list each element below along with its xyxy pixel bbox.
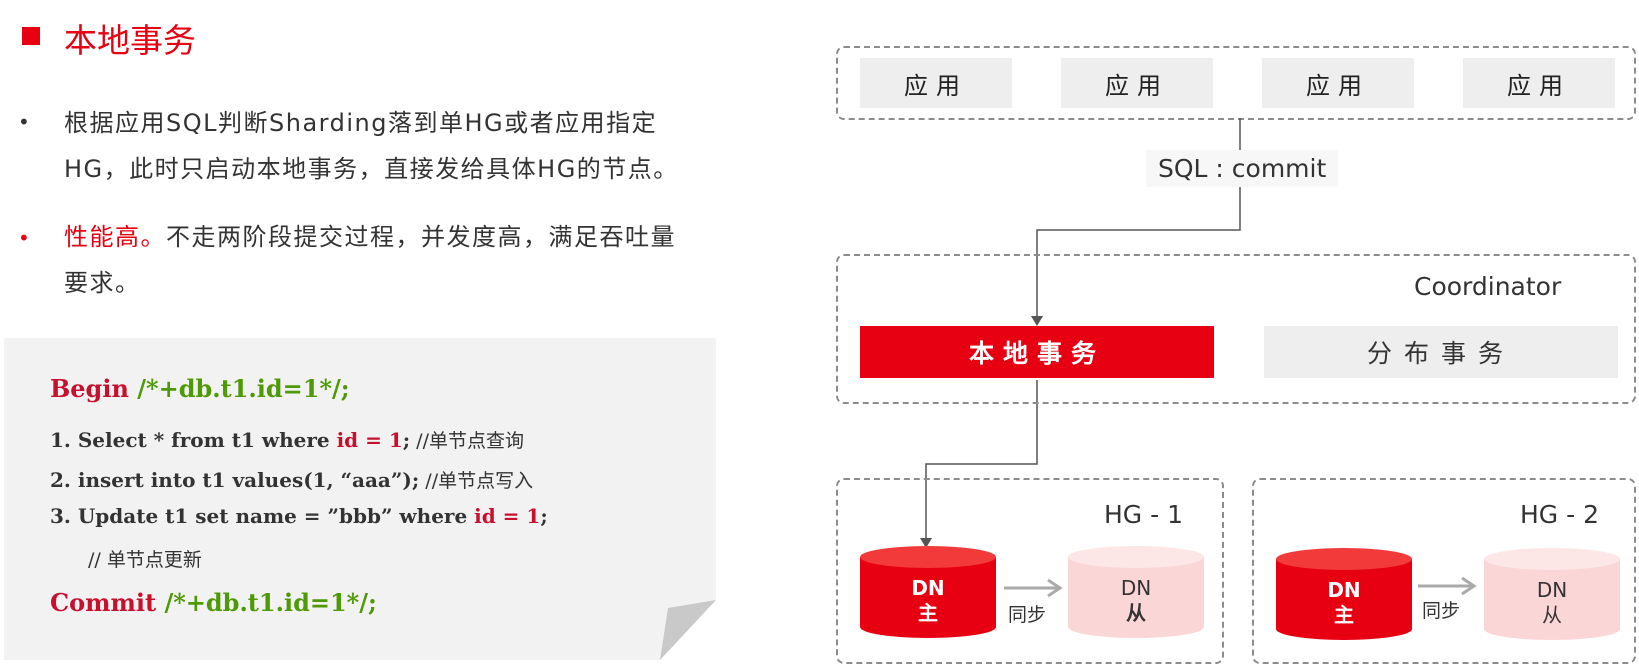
code-line-2-comment: //单节点写入	[419, 470, 534, 492]
app-box-1: 应用	[860, 58, 1012, 108]
hg-2-primary-label: DN 主	[1274, 578, 1414, 628]
hg-1-primary-line-2: 主	[918, 601, 938, 625]
hg-2-replica-label: DN 从	[1482, 578, 1622, 628]
bullet-marker: •	[18, 110, 30, 134]
distributed-transaction-box: 分布事务	[1264, 326, 1618, 378]
code-line-3: 3. Update t1 set name = ”bbb” where id =…	[50, 504, 548, 528]
bullet-1-line-2: HG，此时只启动本地事务，直接发给具体HG的节点。	[64, 155, 679, 183]
hg-1-sync-arrow-icon	[1004, 578, 1063, 598]
code-begin-line: Begin /*+db.t1.id=1*/;	[50, 374, 350, 403]
title-bullet-square	[22, 27, 40, 45]
hg-2-label: HG - 2	[1520, 500, 1599, 529]
code-line-3-suffix: ;	[540, 504, 548, 528]
hg-1-sync-label: 同步	[1008, 604, 1047, 626]
code-line-2-prefix: 2. insert into t1 values(1, “aaa”);	[50, 468, 420, 492]
local-tx-to-dn-connector	[925, 380, 1038, 540]
app-to-local-tx-arrowhead	[1031, 316, 1043, 326]
code-line-3-prefix: 3. Update t1 set name = ”bbb” where	[50, 504, 475, 528]
hg-2-primary-cylinder	[1276, 548, 1412, 640]
code-begin-keyword: Begin	[50, 374, 129, 403]
code-line-1-prefix: 1. Select * from t1 where	[50, 428, 337, 452]
hg-1-primary-line-1: DN	[911, 576, 945, 600]
hg-1-replica-cylinder	[1068, 546, 1204, 638]
app-box-3: 应用	[1262, 58, 1414, 108]
code-box	[4, 338, 716, 660]
hg-1-replica-line-1: DN	[1120, 576, 1152, 600]
code-line-2: 2. insert into t1 values(1, “aaa”); //单节…	[50, 466, 533, 493]
code-line-1-cond: id = 1	[336, 428, 403, 452]
hg-1-label: HG - 1	[1104, 500, 1183, 529]
app-box-2: 应用	[1061, 58, 1213, 108]
bullet-2-line-2: 要求。	[64, 269, 141, 297]
hg-2-primary-line-1: DN	[1327, 578, 1361, 602]
code-commit-hint: /*+db.t1.id=1*/;	[156, 588, 377, 617]
code-commit-line: Commit /*+db.t1.id=1*/;	[50, 588, 377, 617]
code-line-3-comment: // 单节点更新	[88, 549, 202, 571]
bullet-2-line-1: 性能高。不走两阶段提交过程，并发度高，满足吞吐量	[64, 214, 744, 260]
app-box-4: 应用	[1463, 58, 1615, 108]
code-line-3-cond: id = 1	[474, 504, 541, 528]
hg-2-replica-line-2: 从	[1542, 603, 1562, 627]
bullet-2-highlight: 性能高。	[64, 223, 166, 251]
local-tx-to-dn-arrowhead	[920, 538, 932, 548]
code-line-1-suffix: ;	[402, 428, 411, 452]
bullet-2-text: 不走两阶段提交过程，并发度高，满足吞吐量	[166, 223, 676, 251]
hg-1-replica-line-2: 从	[1126, 601, 1146, 625]
code-line-1-comment: //单节点查询	[410, 430, 524, 452]
code-line-1: 1. Select * from t1 where id = 1; //单节点查…	[50, 426, 524, 453]
page-fold-corner	[660, 600, 716, 660]
coordinator-label: Coordinator	[1414, 272, 1562, 301]
hg-2-primary-line-2: 主	[1334, 603, 1354, 627]
hg-2-sync-arrow-icon	[1418, 576, 1477, 596]
hg-1-primary-cylinder	[860, 546, 996, 638]
local-transaction-box: 本地事务	[860, 326, 1214, 378]
coordinator-box	[836, 254, 1636, 404]
page-title: 本地事务	[64, 21, 196, 60]
code-begin-hint: /*+db.t1.id=1*/;	[128, 374, 350, 403]
bullet-1: 根据应用SQL判断Sharding落到单HG或者应用指定 HG，此时只启动本地事…	[64, 100, 744, 192]
hg-2-sync-label: 同步	[1422, 600, 1461, 622]
hg-1-replica-label: DN 从	[1066, 576, 1206, 626]
bullet-marker: •	[18, 226, 30, 250]
hg-2-replica-cylinder	[1484, 548, 1620, 640]
hg-1-primary-label: DN 主	[858, 576, 998, 626]
bullet-1-line-1: 根据应用SQL判断Sharding落到单HG或者应用指定	[64, 109, 658, 137]
sql-commit-label: SQL : commit	[1146, 150, 1339, 187]
hg-2-replica-line-1: DN	[1536, 578, 1568, 602]
bullet-2: 性能高。不走两阶段提交过程，并发度高，满足吞吐量 要求。	[64, 214, 744, 306]
code-commit-keyword: Commit	[50, 588, 157, 617]
app-layer-box	[836, 46, 1636, 120]
